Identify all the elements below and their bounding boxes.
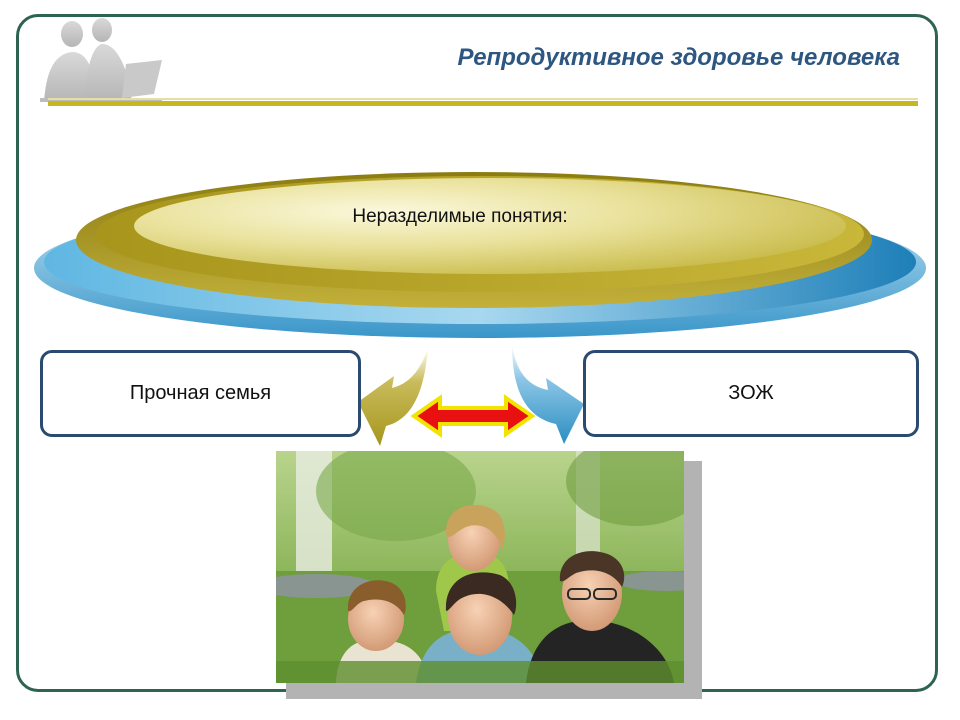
family-photo-illustration (276, 451, 684, 683)
strong-family-label: Прочная семья (129, 382, 272, 404)
curved-arrow-down-left-icon (358, 348, 428, 446)
gold-inner-ellipse (134, 178, 846, 274)
curved-arrow-down-right-icon (512, 344, 584, 444)
ellipse-stack (34, 172, 926, 338)
double-headed-arrow-icon (410, 394, 536, 438)
ellipse-label: Неразделимые понятия: (352, 206, 568, 227)
family-photo (276, 451, 684, 683)
strong-family-box: Прочная семья (40, 350, 361, 437)
page-title: Репродуктивное здоровье человека (457, 44, 901, 71)
healthy-lifestyle-box: ЗОЖ (583, 350, 919, 437)
title-underline (48, 98, 918, 106)
people-silhouette-icon (40, 18, 162, 102)
healthy-lifestyle-label: ЗОЖ (728, 382, 774, 404)
